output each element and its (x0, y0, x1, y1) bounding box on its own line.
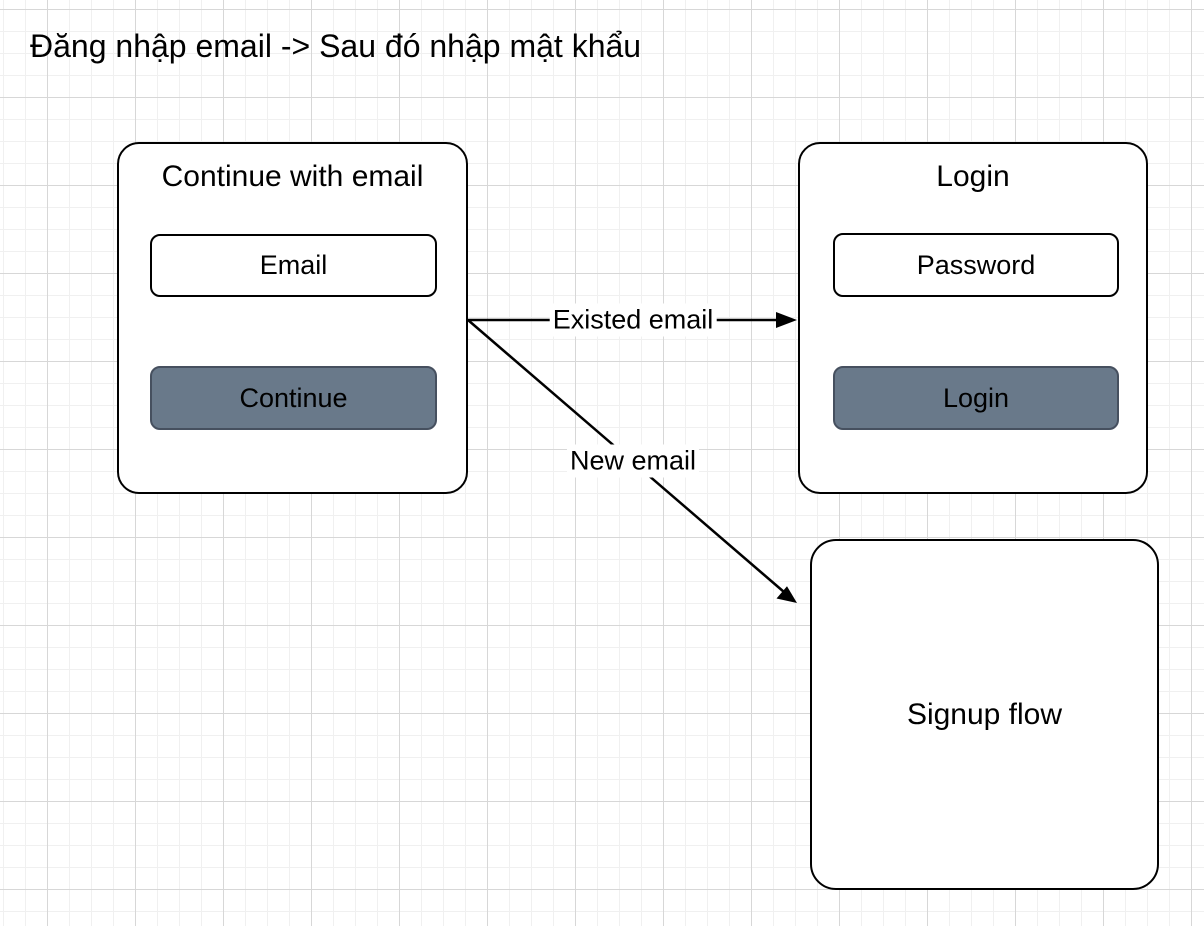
arrowhead-diagonal-icon (776, 586, 797, 603)
node-signup-flow[interactable]: Signup flow (810, 539, 1159, 890)
email-input[interactable]: Email (150, 234, 437, 297)
node-continue-with-email[interactable]: Continue with email Email Continue (117, 142, 468, 494)
node-signup-flow-title: Signup flow (906, 697, 1063, 731)
continue-button[interactable]: Continue (150, 366, 437, 430)
node-continue-with-email-title: Continue with email (161, 160, 424, 193)
node-login[interactable]: Login Password Login (798, 142, 1148, 494)
node-login-title: Login (936, 160, 1010, 193)
edge-label-new-email[interactable]: New email (566, 444, 700, 478)
password-input[interactable]: Password (833, 233, 1119, 297)
arrowhead-right-icon (776, 312, 797, 328)
edge-label-existed-email[interactable]: Existed email (549, 303, 717, 337)
login-button[interactable]: Login (833, 366, 1119, 430)
page-title: Đăng nhập email -> Sau đó nhập mật khẩu (30, 28, 642, 64)
